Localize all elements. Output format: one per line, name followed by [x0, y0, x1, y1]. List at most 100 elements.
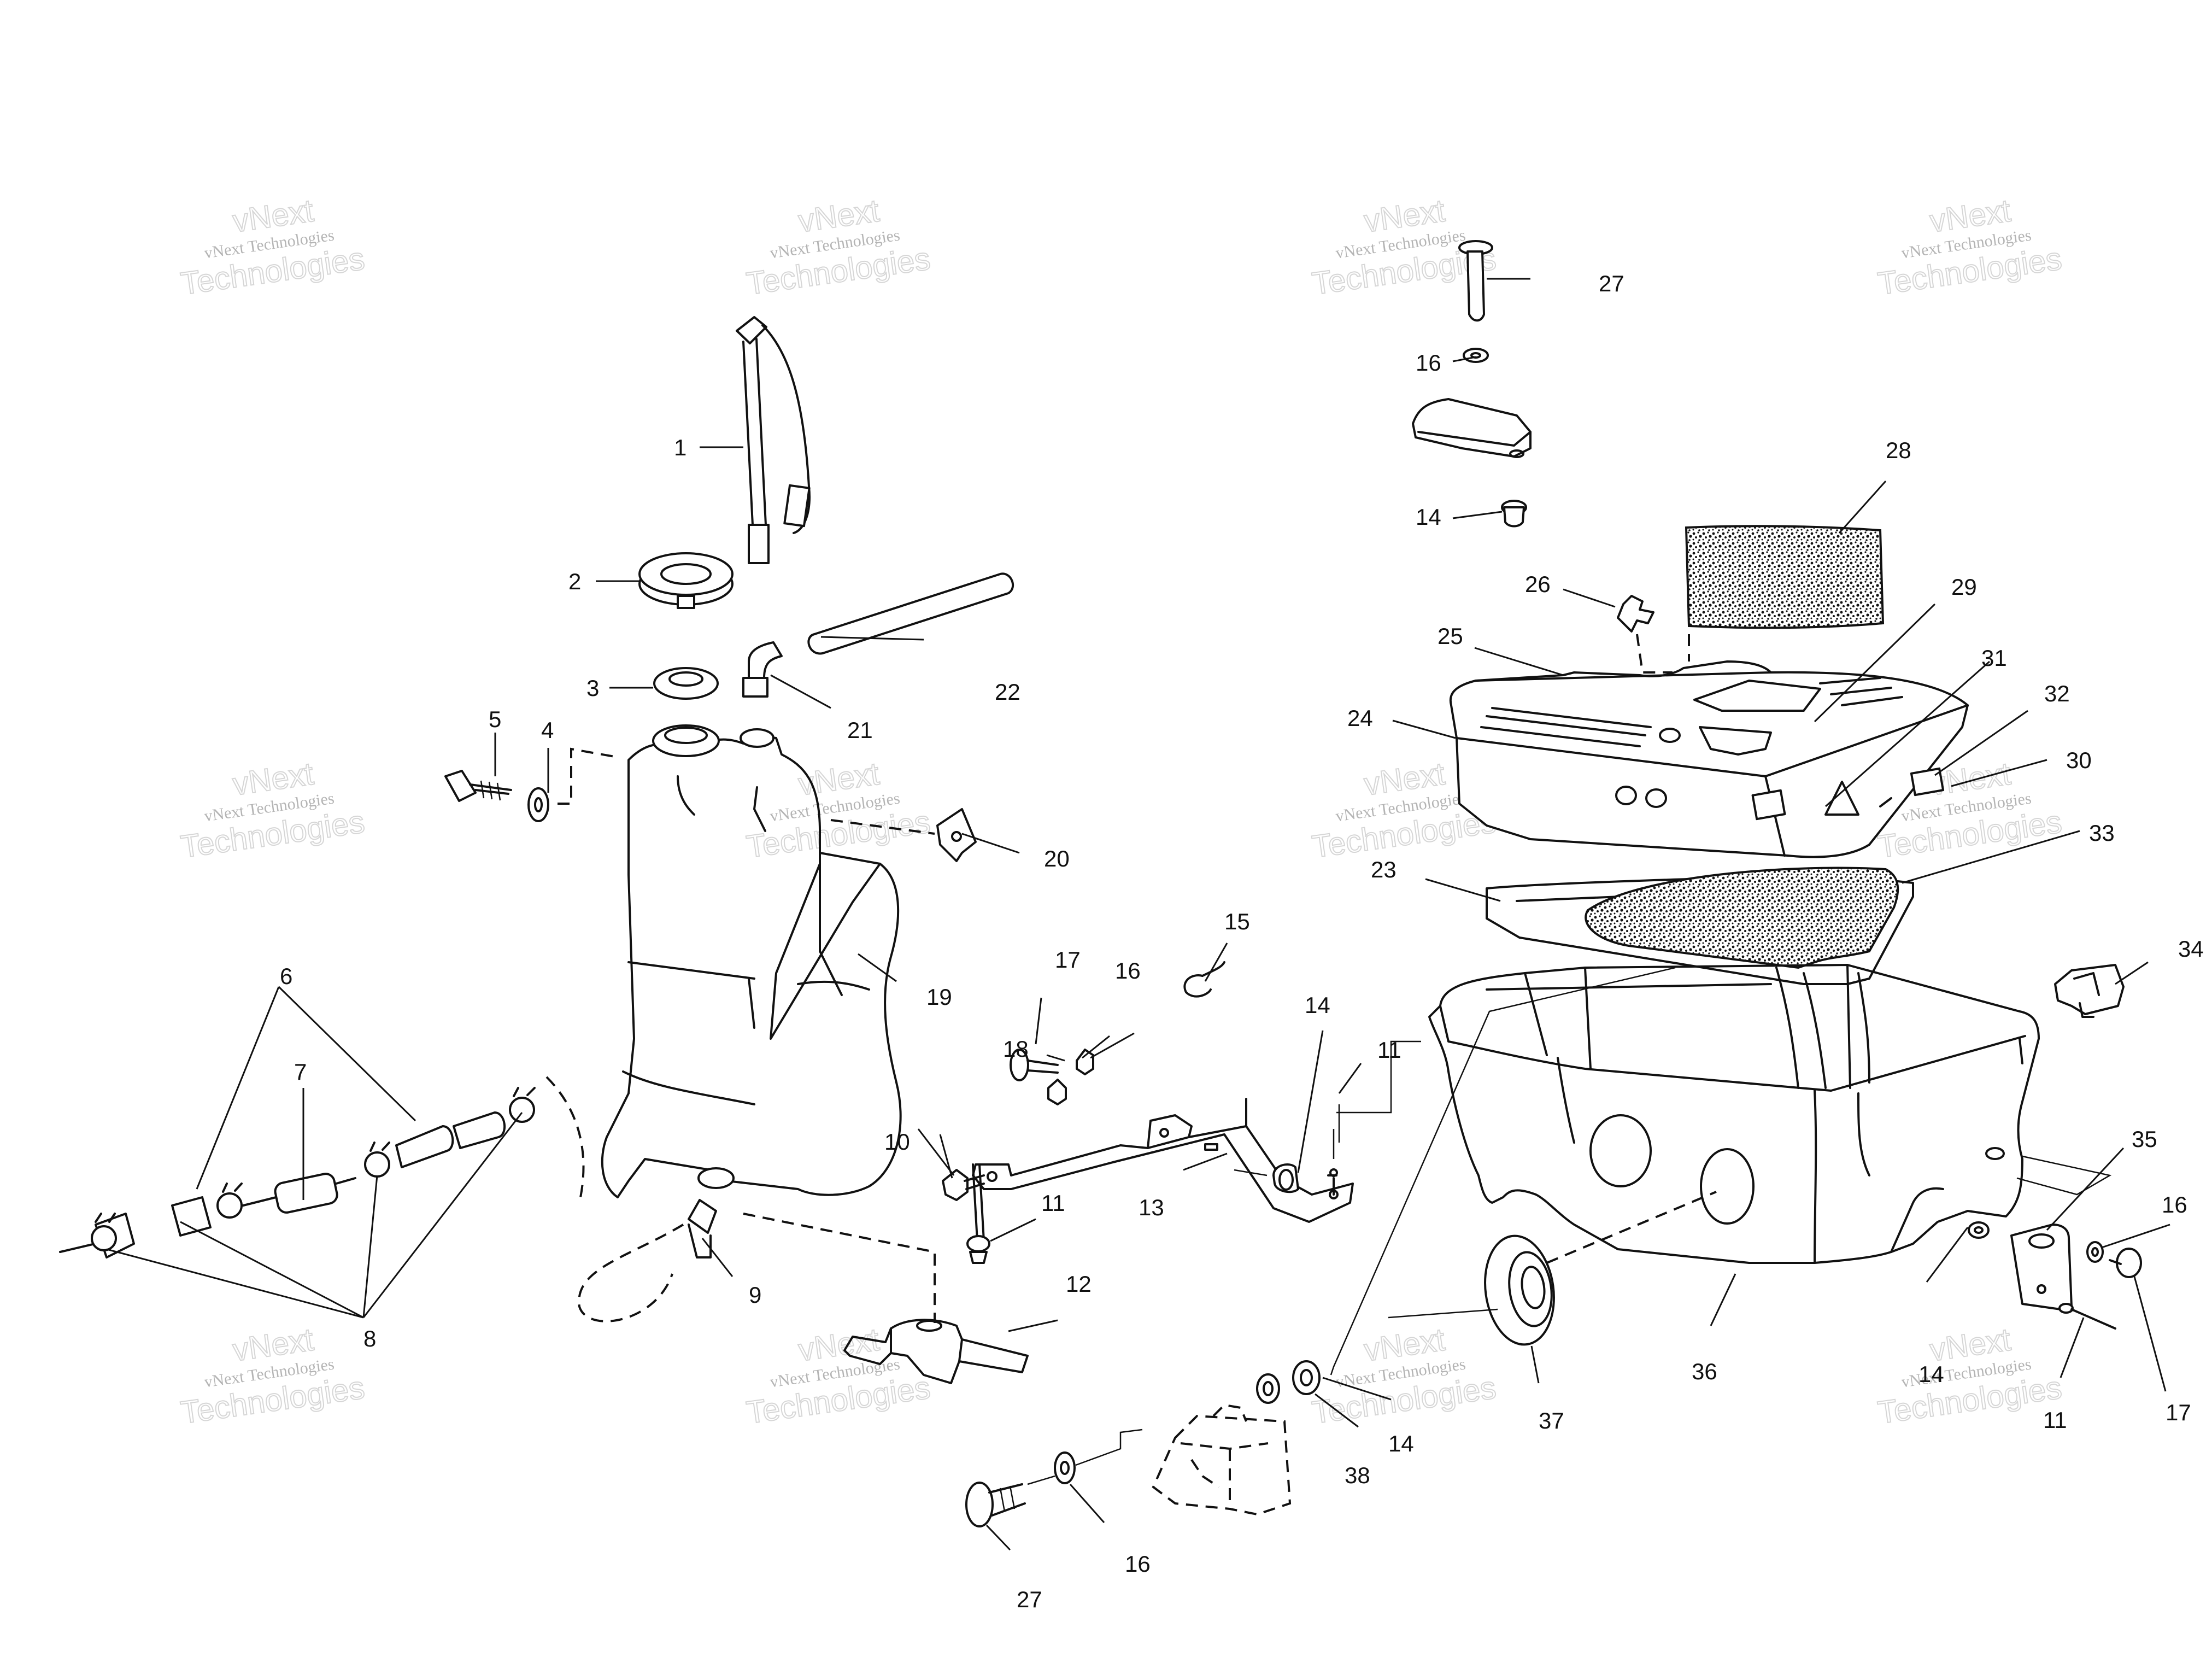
callout-11: 11: [2043, 1407, 2067, 1433]
callout-37: 37: [1539, 1408, 1564, 1433]
oil-level-sensor: [736, 316, 811, 564]
bracket-bolt: [2109, 1248, 2142, 1278]
callout-15: 15: [1224, 909, 1250, 934]
bracket-nut: [1047, 1079, 1067, 1105]
cap-gasket: [653, 667, 719, 700]
bracket-bolt: [942, 1169, 985, 1201]
filler-cap: [638, 552, 734, 609]
callout-9: 9: [749, 1282, 761, 1308]
callout-11: 11: [1377, 1037, 1401, 1063]
mounting-bracket: [972, 1098, 1354, 1223]
callout-34: 34: [2178, 936, 2204, 962]
watermark: vNext vNext Technologies Technologies: [1875, 192, 2064, 302]
callout-27: 27: [1017, 1587, 1042, 1612]
assembly-line: [1388, 1308, 1498, 1319]
foam-filter-top: [1685, 525, 1885, 629]
callout-labels: 1 2 3 4 5 6 7 8 9 10 11 11 11 12 13 14 1…: [280, 271, 2204, 1612]
callout-7: 7: [294, 1059, 307, 1085]
callout-14: 14: [1416, 504, 1441, 530]
assembly-line: [830, 819, 935, 835]
lower-bracket: [843, 1319, 1029, 1384]
retaining-clip: [1183, 961, 1225, 998]
lower-bracket-pin: [966, 1163, 990, 1264]
airbox-mount-bracket: [2010, 1224, 2073, 1310]
callout-25: 25: [1437, 623, 1463, 649]
bracket-washer: [2086, 1241, 2104, 1263]
assembly-line: [1336, 1040, 1421, 1114]
callout-1: 1: [674, 435, 687, 460]
assembly-line: [1333, 1104, 1340, 1159]
callout-22: 22: [995, 679, 1020, 705]
foam-filter-bottom: [1585, 867, 1899, 969]
tank-bracket-clip: [936, 808, 977, 862]
callout-29: 29: [1951, 574, 1977, 600]
watermark: vNext vNext Technologies Technologies: [744, 1321, 933, 1431]
isolator-grommet: [1272, 1163, 1299, 1193]
frame-bolt: [965, 1482, 1026, 1527]
callout-30: 30: [2066, 747, 2092, 773]
airbox-latch: [2054, 964, 2125, 1018]
outlet-fitting: [688, 1167, 735, 1258]
callout-16: 16: [2162, 1192, 2187, 1217]
assembly-line: [1190, 1403, 1247, 1488]
callout-31: 31: [1981, 645, 2007, 671]
callout-24: 24: [1347, 705, 1373, 731]
elbow-fitting: [742, 641, 783, 698]
bracket-bolt: [1010, 1049, 1059, 1081]
callout-16: 16: [1416, 350, 1441, 376]
bracket-grommet: [1968, 1221, 1990, 1239]
callout-27: 27: [1599, 271, 1624, 296]
leader-lines: [106, 278, 2170, 1551]
callout-19: 19: [926, 984, 952, 1010]
assembly-line: [1234, 1169, 1268, 1176]
tank-bolt: [444, 770, 512, 802]
assembly-line: [545, 1076, 684, 1322]
callout-14: 14: [1918, 1361, 1944, 1387]
cotter-pin: [2058, 1303, 2116, 1330]
frame-washer: [1054, 1451, 1076, 1484]
spacer-group: [1256, 1360, 1321, 1404]
callout-36: 36: [1692, 1359, 1717, 1384]
callout-32: 32: [2044, 681, 2070, 706]
assembly-line: [743, 1213, 936, 1323]
callout-14: 14: [1388, 1431, 1414, 1456]
airbox-base: [1428, 964, 2112, 1264]
cover-washer: [1463, 348, 1489, 363]
callout-12: 12: [1066, 1271, 1092, 1297]
callout-26: 26: [1525, 571, 1551, 597]
callout-23: 23: [1371, 857, 1397, 882]
assembly-line: [1636, 634, 1690, 674]
callout-4: 4: [541, 717, 554, 743]
assembly-line: [558, 747, 618, 805]
watermark: vNext vNext Technologies Technologies: [1875, 1321, 2064, 1431]
bracket-nut: [1076, 1049, 1094, 1075]
cover-bracket: [1412, 398, 1532, 458]
tank-washer: [527, 787, 549, 822]
oil-tank: [601, 724, 902, 1198]
callout-16: 16: [1115, 958, 1141, 984]
callout-3: 3: [586, 675, 599, 701]
callout-33: 33: [2089, 820, 2115, 846]
watermark: vNext vNext Technologies Technologies: [178, 192, 367, 302]
callout-5: 5: [489, 706, 501, 732]
vent-hose: [807, 572, 1014, 655]
watermark: vNext vNext Technologies Technologies: [178, 756, 367, 865]
assembly-line: [1330, 967, 1676, 1375]
watermark: vNext vNext Technologies Technologies: [744, 192, 933, 302]
watermark: vNext vNext Technologies Technologies: [744, 756, 933, 865]
assembly-line: [1152, 1414, 1292, 1516]
airbox-cover: [1449, 660, 1969, 858]
grommet-large: [1484, 1234, 1555, 1346]
callout-18: 18: [1003, 1036, 1029, 1062]
cotter-pin: [1327, 1168, 1338, 1196]
callout-13: 13: [1139, 1195, 1164, 1220]
oil-line-assembly: [59, 1087, 536, 1258]
callout-10: 10: [884, 1129, 910, 1155]
assembly-line: [1546, 1191, 1717, 1264]
callout-17: 17: [1055, 947, 1081, 973]
callout-28: 28: [1886, 437, 1911, 463]
airbox-cover-bolt: [1458, 240, 1493, 322]
callout-21: 21: [847, 717, 873, 743]
wing-nut: [1617, 595, 1654, 633]
